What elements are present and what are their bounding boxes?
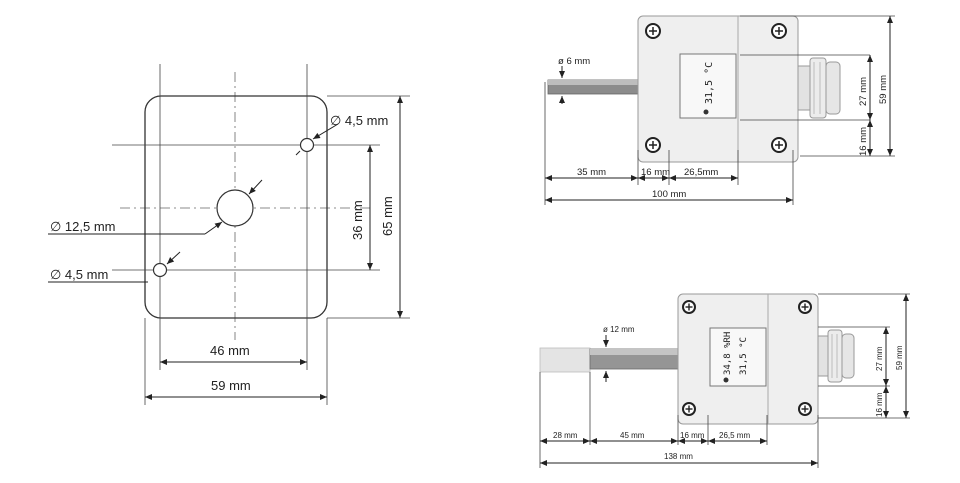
leader-top-hole	[312, 123, 339, 140]
label-26-5: 26,5mm	[684, 167, 718, 178]
mounting-plate-drawing: ∅ 4,5 mm ∅ 12,5 mm ∅ 4,5 mm 36 mm 65 mm …	[48, 64, 410, 405]
probe-filter-cap	[539, 347, 591, 373]
label-probe-12mm: ø 12 mm	[603, 325, 635, 334]
screw-icon	[798, 300, 812, 314]
label-16-side: 16 mm	[858, 127, 869, 156]
leader-center-hole	[204, 221, 223, 235]
label-27: 27 mm	[875, 346, 884, 371]
screw-icon	[645, 137, 661, 153]
display-top-temp: 31,5 °C	[704, 62, 715, 104]
label-45: 45 mm	[620, 431, 645, 440]
screw-icon	[798, 402, 812, 416]
hole-center	[216, 189, 254, 227]
leader-center-hole-top	[248, 179, 263, 195]
sensor-top-drawing: 31,5 °C ø 6 mm 35 mm 16 mm	[544, 15, 895, 205]
probe-12mm-highlight	[590, 349, 680, 355]
display-bottom-temp: 31,5 °C	[739, 337, 749, 375]
label-27: 27 mm	[858, 77, 869, 106]
label-35: 35 mm	[577, 167, 606, 178]
label-36: 36 mm	[350, 200, 365, 240]
sensor-bottom-drawing: 34,8 %RH 31,5 °C ø 12 mm 28	[539, 293, 910, 468]
label-probe-6mm: ø 6 mm	[558, 56, 590, 67]
display-bottom-drop-icon	[723, 377, 729, 383]
display-bottom-rh: 34,8 %RH	[723, 332, 733, 375]
plate-outline	[144, 95, 328, 319]
label-59: 59 mm	[895, 345, 904, 370]
label-65: 65 mm	[380, 196, 395, 236]
label-59: 59 mm	[878, 75, 889, 104]
label-138: 138 mm	[664, 452, 693, 461]
screw-icon	[645, 23, 661, 39]
hole-top-right	[299, 137, 315, 153]
cable-gland-top	[797, 57, 841, 119]
label-100: 100 mm	[652, 189, 686, 200]
label-16: 16 mm	[641, 167, 670, 178]
screw-icon	[771, 23, 787, 39]
label-hole-center: ∅ 12,5 mm	[50, 219, 116, 234]
screw-icon	[771, 137, 787, 153]
leader-bottom-hole	[166, 251, 181, 265]
display-top	[679, 53, 737, 119]
display-top-drop-icon	[703, 109, 709, 115]
label-59: 59 mm	[211, 378, 251, 393]
cable-gland-bottom	[817, 329, 855, 383]
label-28: 28 mm	[553, 431, 578, 440]
label-16-side: 16 mm	[875, 392, 884, 417]
display-bottom	[709, 327, 767, 387]
label-hole-top: ∅ 4,5 mm	[330, 113, 388, 128]
label-16: 16 mm	[680, 431, 705, 440]
hole-bottom-left	[152, 262, 168, 278]
screw-icon	[682, 300, 696, 314]
leader-top-hole-tail	[295, 150, 301, 156]
probe-6mm-highlight	[548, 80, 640, 85]
label-26-5: 26,5 mm	[719, 431, 750, 440]
label-46: 46 mm	[210, 343, 250, 358]
label-hole-bottom: ∅ 4,5 mm	[50, 267, 108, 282]
screw-icon	[682, 402, 696, 416]
